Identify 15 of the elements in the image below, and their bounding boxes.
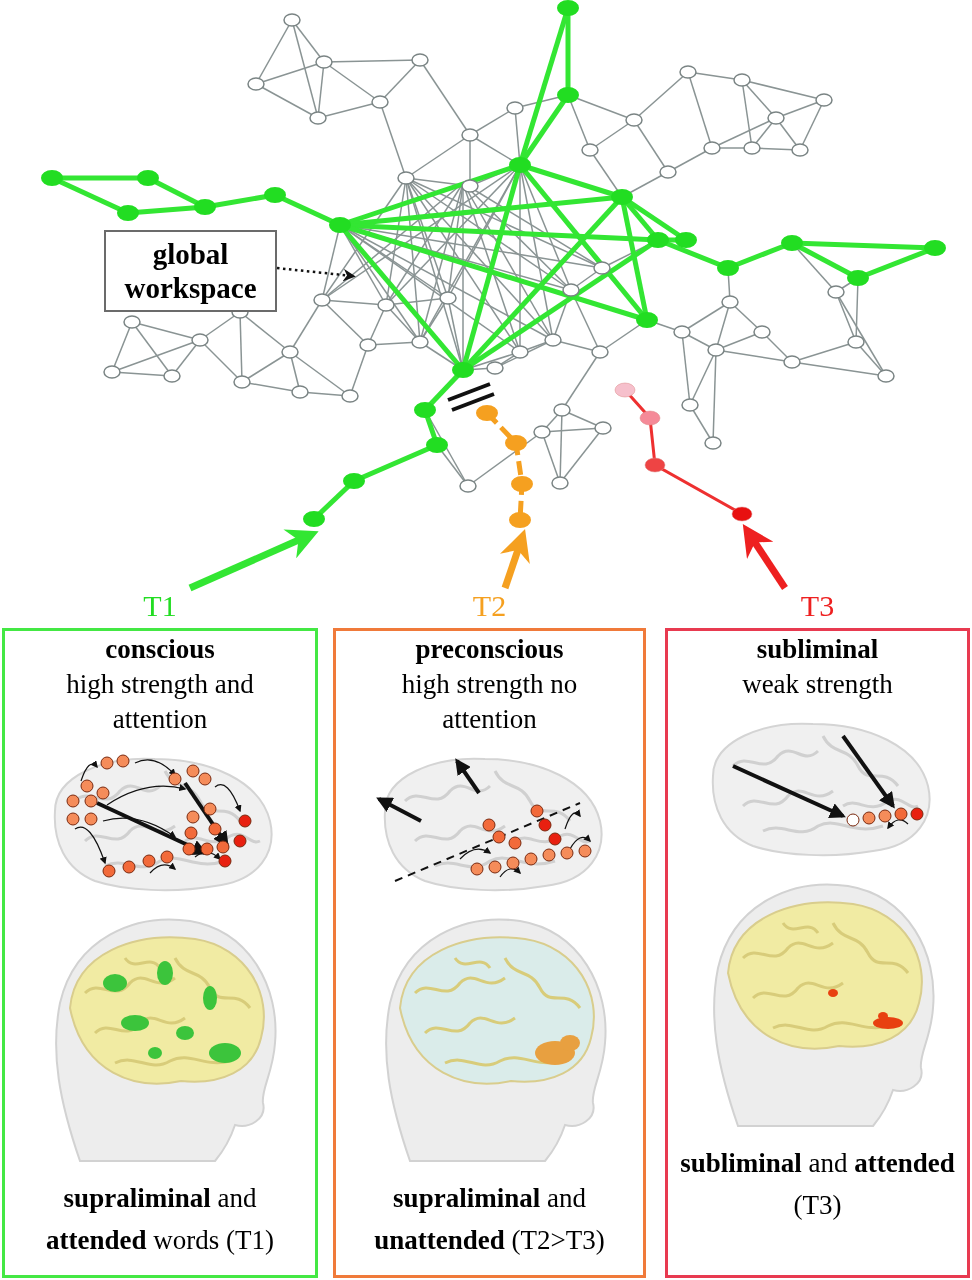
label-text: global workspace <box>123 237 258 305</box>
leader-line <box>276 266 356 282</box>
condition-title: preconscious <box>414 633 565 666</box>
condition-title: conscious <box>104 633 216 666</box>
label-box <box>104 230 277 312</box>
arrow <box>188 529 319 592</box>
condition-description: high strength no attention <box>400 668 579 736</box>
condition-title: subliminal <box>755 633 880 666</box>
condition-description: high strength and attention <box>65 668 255 736</box>
arrow <box>742 524 788 590</box>
condition-description: weak strength <box>741 668 894 701</box>
condition-summary: subliminal and attended (T3) <box>679 1147 956 1222</box>
condition-summary: supraliminal and attended words (T1) <box>45 1182 275 1257</box>
arrow <box>500 529 530 590</box>
condition-summary: supraliminal and unattended (T2>T3) <box>373 1182 606 1257</box>
